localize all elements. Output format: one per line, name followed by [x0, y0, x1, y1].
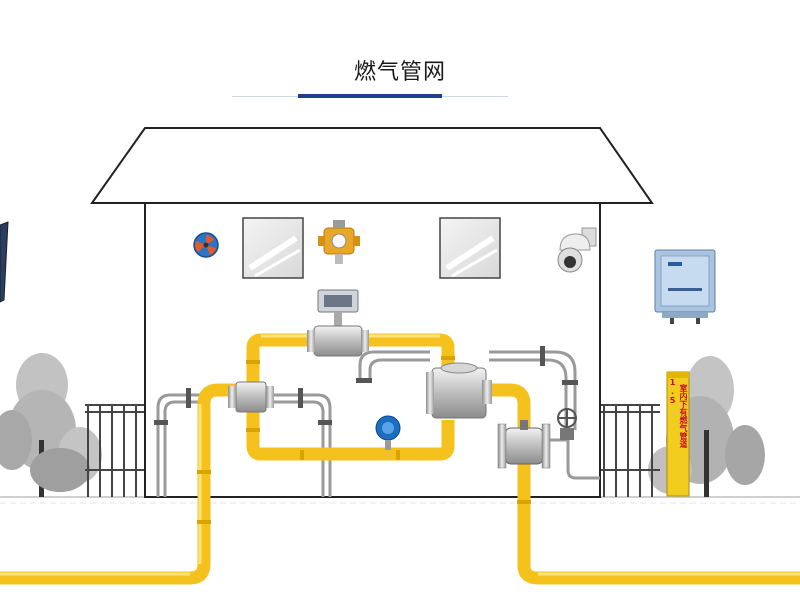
right-trees [648, 356, 765, 497]
conduit-couplers [154, 346, 578, 425]
left-fence [85, 404, 145, 497]
gas-pipes [0, 333, 800, 585]
exhaust-fan-icon [193, 232, 219, 258]
dome-camera-icon [557, 227, 597, 273]
handwheel-valve-icon [557, 408, 577, 440]
ball-valve-icon [497, 420, 551, 469]
valve-icon [228, 381, 274, 413]
solar-panel-icon [0, 221, 9, 303]
right-fence [600, 404, 660, 497]
window-right [439, 217, 501, 279]
pressure-regulator-icon [426, 362, 492, 419]
marker-post-icon [666, 371, 690, 497]
interior-conduits [156, 350, 600, 497]
marker-text: 室内下有燃气管道 [679, 384, 688, 448]
left-trees [0, 353, 102, 497]
gas-detector-icon [318, 220, 360, 264]
flowmeter-icon [307, 289, 369, 357]
pressure-transmitter-icon [375, 415, 401, 450]
pipe-joints [197, 356, 531, 524]
pipe-highlights [0, 334, 800, 576]
marker-number: 1.5 [668, 378, 677, 405]
control-box-icon [654, 249, 716, 324]
window-left [242, 217, 304, 279]
title-accent-bar [298, 94, 442, 98]
page-title: 燃气管网 [353, 60, 446, 85]
